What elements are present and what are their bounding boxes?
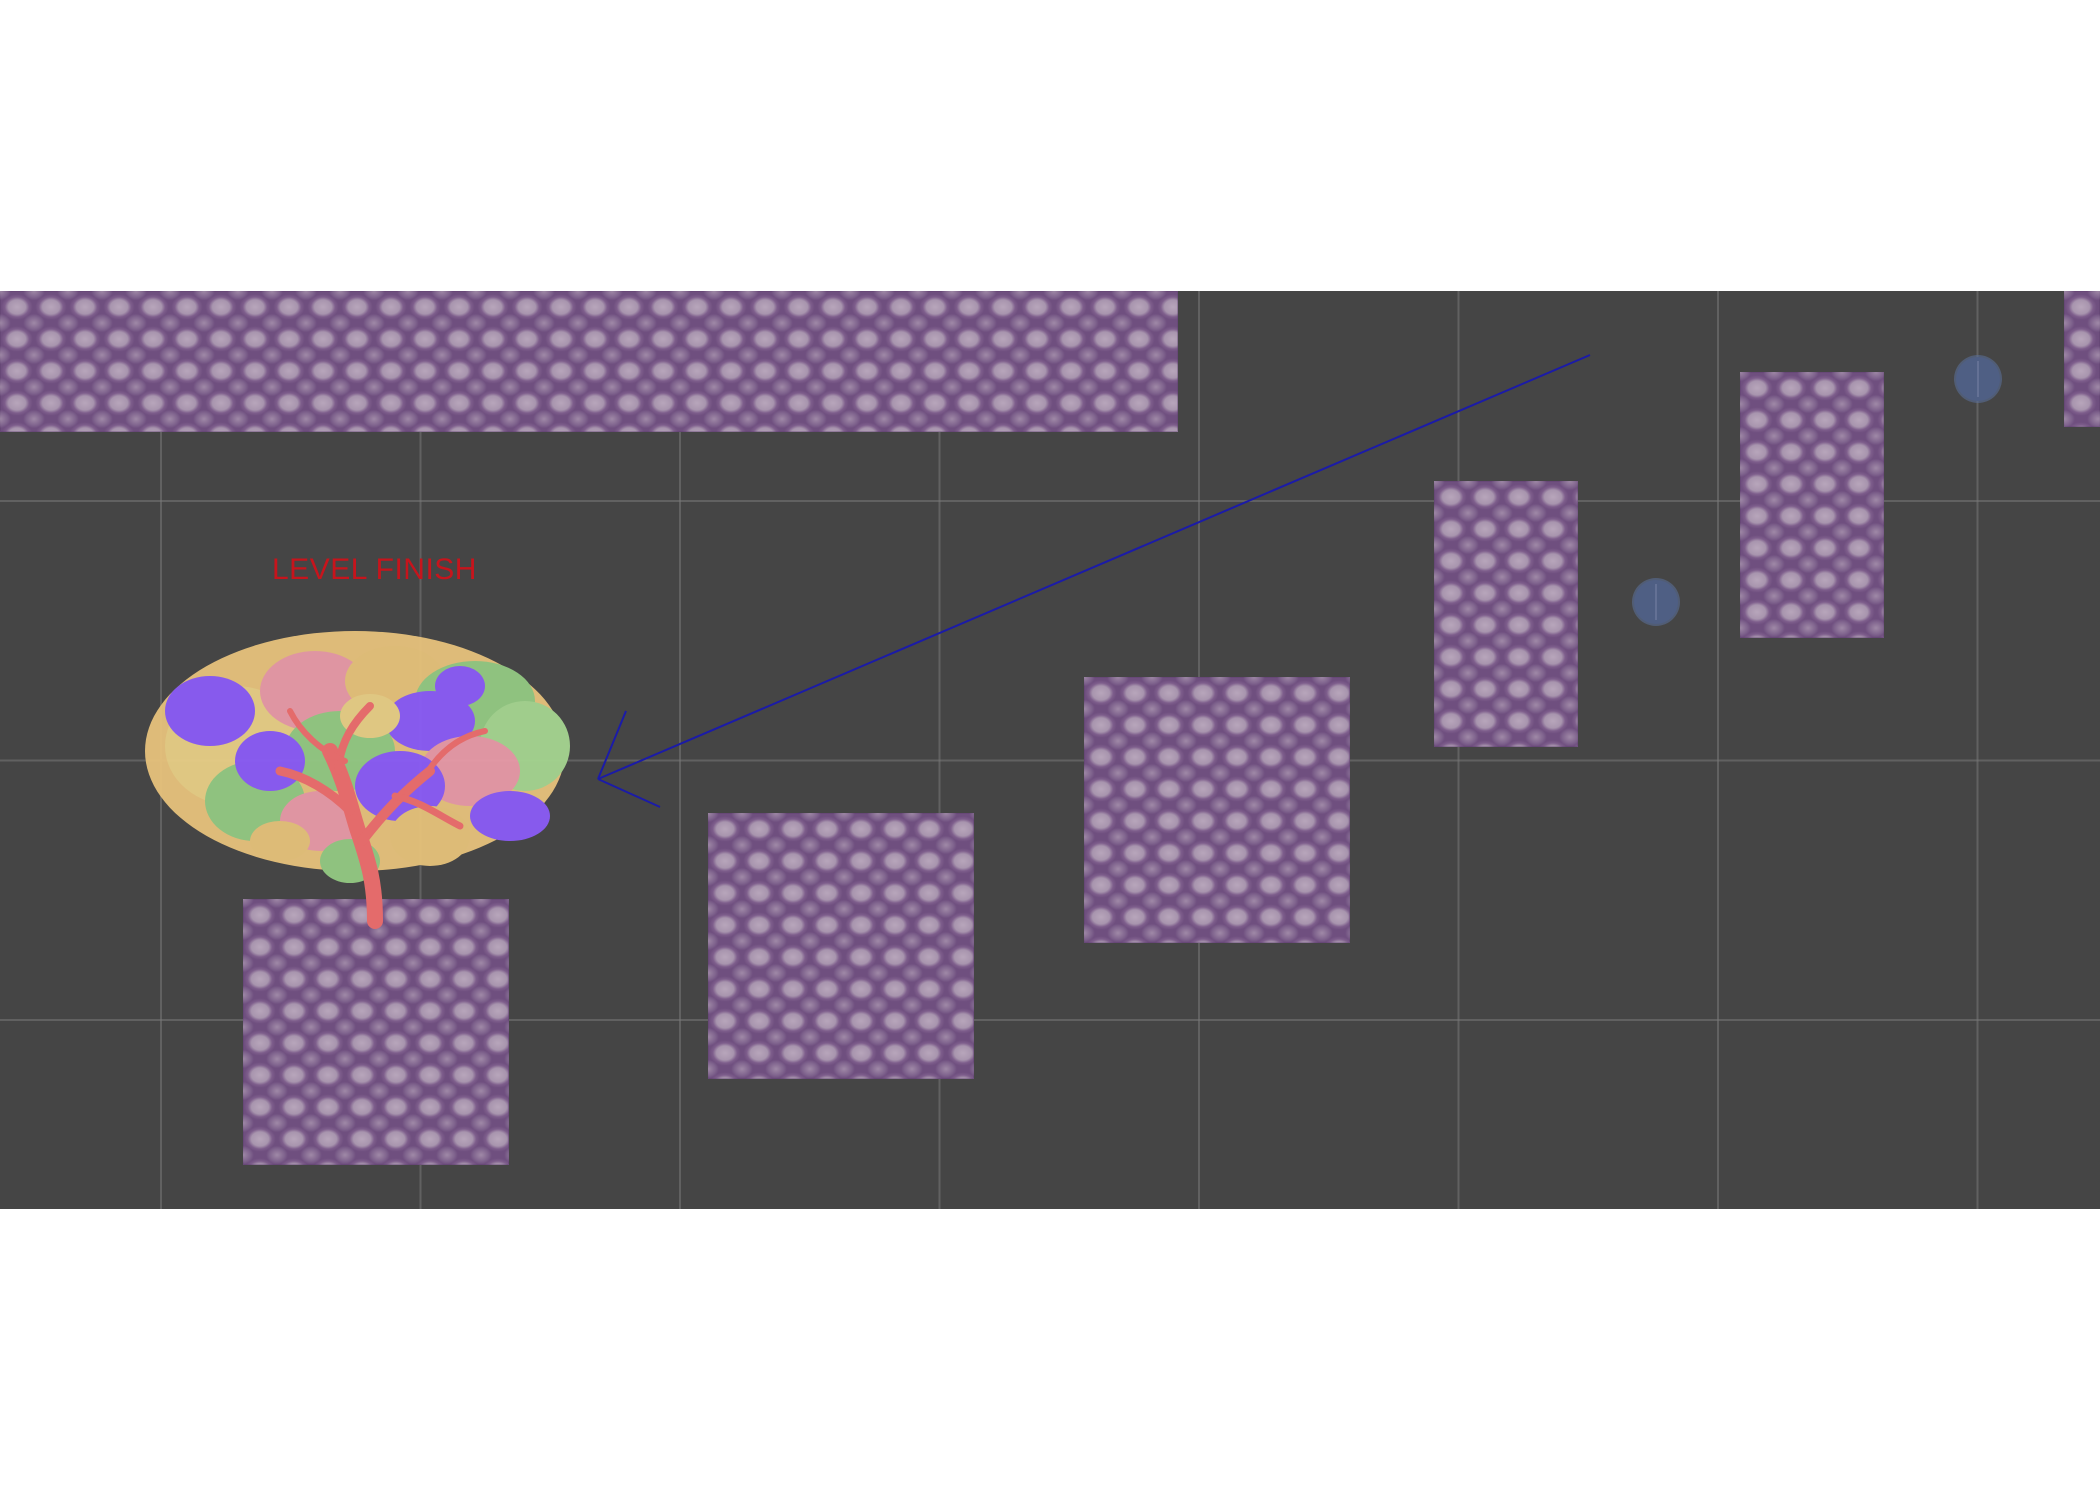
stone-platform-4 bbox=[1434, 481, 1578, 747]
stone-ceiling-right-edge bbox=[2064, 291, 2100, 427]
level-finish-label: LEVEL FINISH bbox=[272, 553, 477, 586]
stone-platform-finish bbox=[243, 899, 509, 1165]
stone-platform-5 bbox=[1740, 372, 1884, 638]
collectible-orb bbox=[1634, 580, 1678, 624]
tree-icon bbox=[145, 631, 570, 929]
direction-arrow-icon bbox=[597, 354, 1591, 808]
stone-platform-2 bbox=[708, 813, 974, 1079]
stone-ceiling-left bbox=[0, 291, 1178, 432]
collectible-orb bbox=[1956, 357, 2000, 401]
stone-platform-3 bbox=[1084, 677, 1350, 943]
game-scene-viewport: LEVEL FINISH bbox=[0, 291, 2100, 1209]
